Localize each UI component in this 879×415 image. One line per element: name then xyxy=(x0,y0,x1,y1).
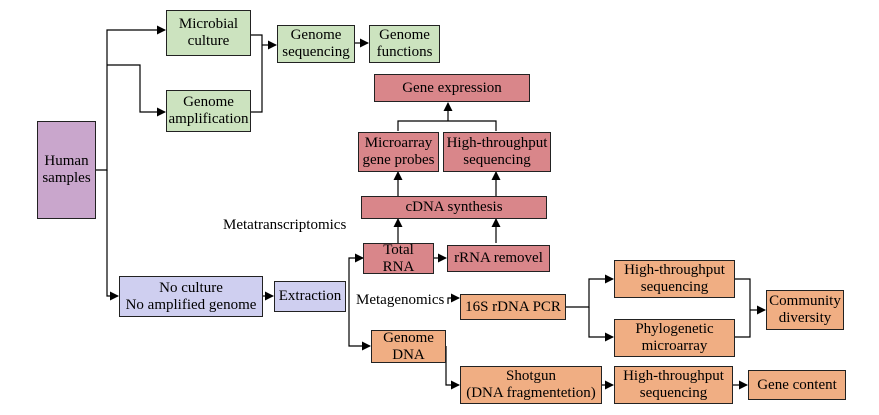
no-culture-node: No culture No amplified genome xyxy=(119,276,263,317)
arrow-extraction-to-totalrna xyxy=(348,253,364,296)
line-16s-join xyxy=(735,278,751,338)
high-throughput-sequencing-shotgun-node: High-throughput sequencing xyxy=(614,366,733,404)
arrow-genomedna-to-shotgun xyxy=(445,346,460,390)
cdna-synthesis-node: cDNA synthesis xyxy=(361,196,547,219)
human-samples-node: Human samples xyxy=(37,121,96,219)
arrow-human-to-genome-amplification xyxy=(107,64,166,117)
phylogenetic-microarray-node: Phylogenetic microarray xyxy=(614,319,735,357)
metatranscriptomics-label: Metatranscriptomics xyxy=(223,217,347,233)
high-throughput-sequencing-rna-node: High-throughput sequencing xyxy=(443,132,551,172)
arrow-human-to-no-culture xyxy=(106,170,119,301)
genome-amplification-node: Genome amplification xyxy=(166,90,251,132)
arrow-pcr-to-phylogenetic xyxy=(588,307,614,342)
genome-sequencing-node: Genome sequencing xyxy=(277,25,355,63)
gene-content-node: Gene content xyxy=(748,370,846,400)
shotgun-node: Shotgun (DNA fragmentetion) xyxy=(460,366,602,404)
arrow-human-to-microbial-culture xyxy=(96,25,166,171)
microbial-culture-node: Microbial culture xyxy=(166,10,251,56)
metagenomics-label: Metagenomics xyxy=(356,292,445,308)
genome-dna-node: Genome DNA xyxy=(371,330,446,363)
line-microarray-up xyxy=(397,120,497,131)
arrow-metagenomics-to-pcr xyxy=(447,293,460,304)
arrow-extraction-to-genomedna xyxy=(348,296,371,351)
extraction-node: Extraction xyxy=(274,281,346,312)
high-throughput-sequencing-16s-node: High-throughput sequencing xyxy=(614,260,735,298)
16s-rdna-pcr-node: 16S rDNA PCR xyxy=(460,294,566,320)
total-rna-node: Total RNA xyxy=(363,242,434,275)
community-diversity-node: Community diversity xyxy=(766,290,844,330)
arrow-pcr-to-highthroughput16s xyxy=(566,274,614,308)
rrna-removal-node: rRNA removel xyxy=(447,245,550,272)
genome-functions-node: Genome functions xyxy=(369,25,440,63)
microarray-gene-probes-node: Microarray gene probes xyxy=(358,132,439,172)
gene-expression-node: Gene expression xyxy=(374,74,530,102)
line-culture-to-join xyxy=(251,34,263,113)
